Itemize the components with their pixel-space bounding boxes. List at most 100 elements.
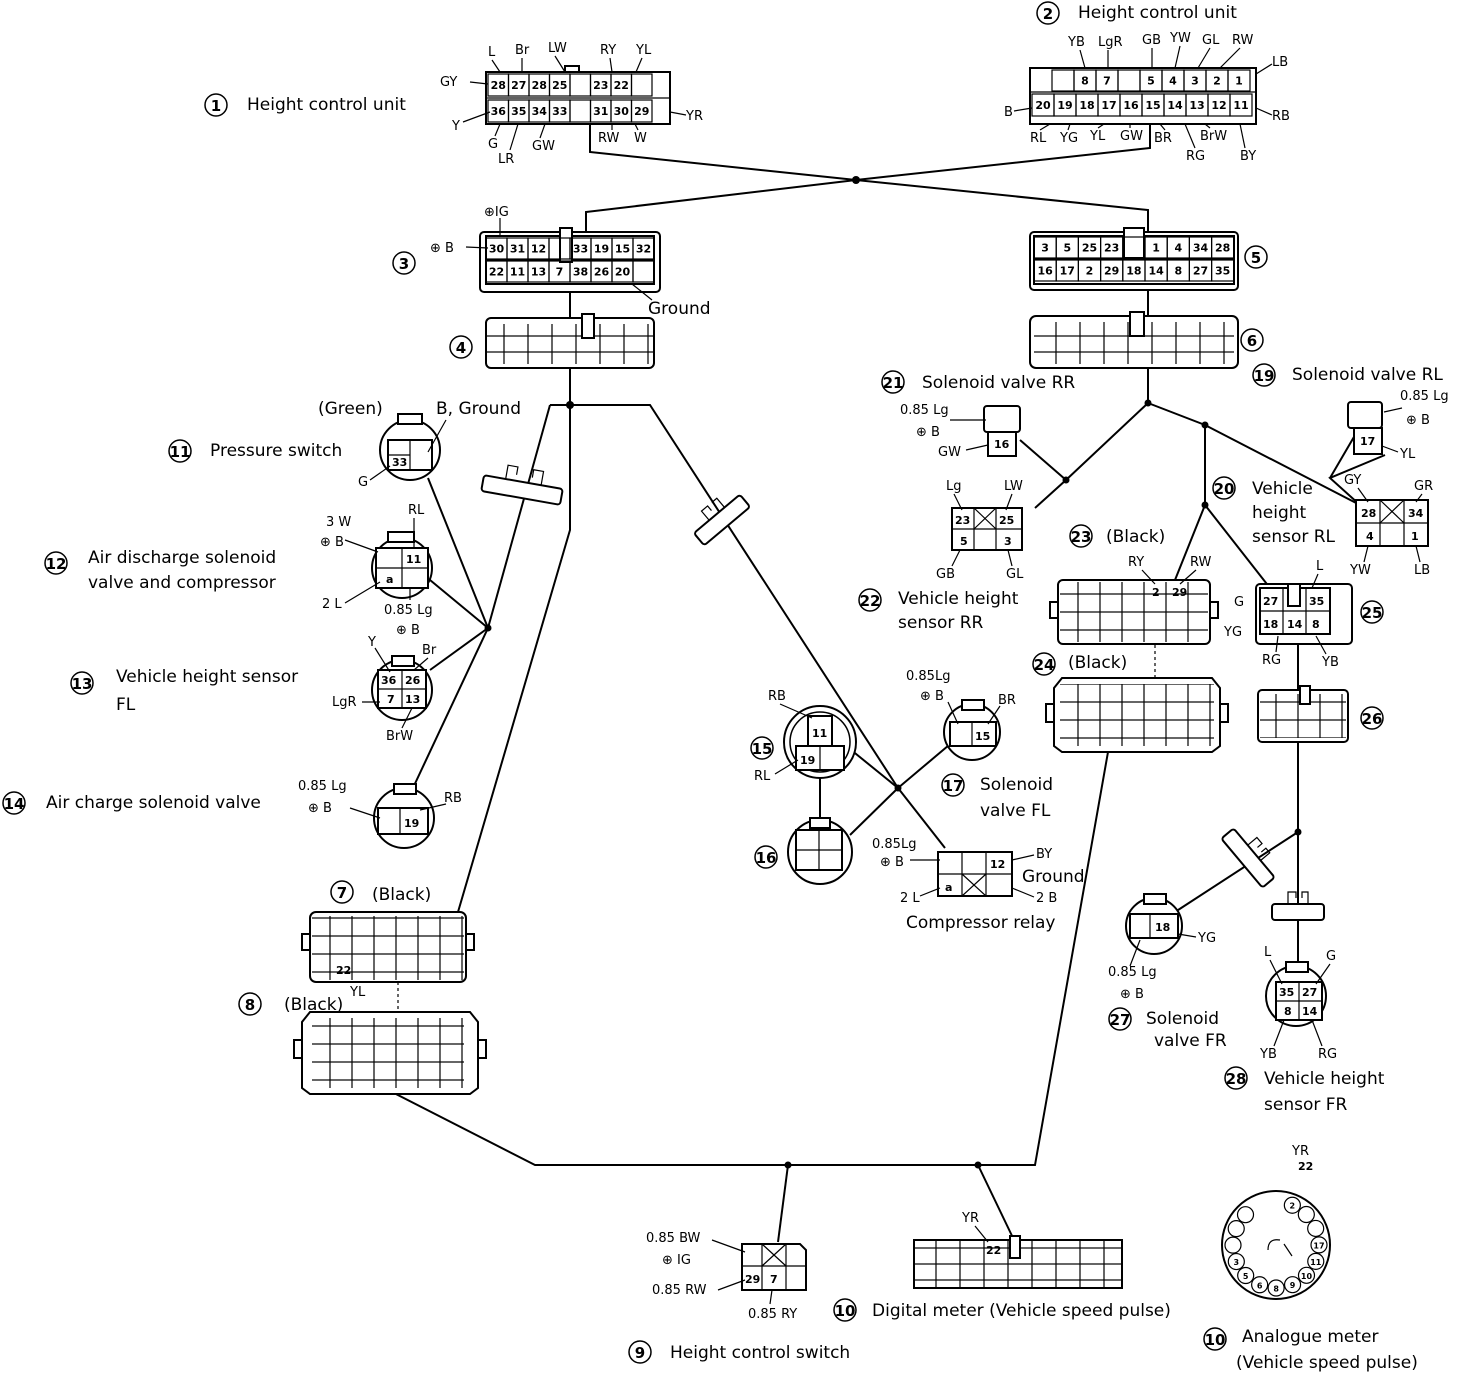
svg-text:Vehicle height sensor: Vehicle height sensor bbox=[116, 667, 298, 687]
pin-number: 4 bbox=[1174, 242, 1182, 255]
circle-number-16: 16 bbox=[754, 845, 778, 869]
svg-text:Vehicle height: Vehicle height bbox=[1264, 1069, 1385, 1089]
pin-number: 13 bbox=[1189, 99, 1204, 112]
circle-number-22: 22 bbox=[858, 588, 882, 612]
svg-text:LB: LB bbox=[1272, 55, 1288, 70]
wire-br: Br bbox=[515, 43, 530, 58]
pin-number: 11 bbox=[510, 266, 525, 279]
wire-l: L bbox=[488, 45, 496, 60]
svg-text:sensor FR: sensor FR bbox=[1264, 1095, 1348, 1115]
svg-text:7: 7 bbox=[337, 884, 347, 902]
svg-text:7: 7 bbox=[387, 693, 395, 706]
pin-number: 13 bbox=[531, 266, 546, 279]
svg-text:L: L bbox=[1316, 559, 1324, 574]
svg-text:(Vehicle speed pulse): (Vehicle speed pulse) bbox=[1236, 1353, 1418, 1373]
connector-15: 11 19 RB RL 15 bbox=[750, 689, 857, 784]
svg-text:valve FL: valve FL bbox=[980, 801, 1051, 821]
svg-text:19: 19 bbox=[404, 817, 419, 830]
pin-number: 3 bbox=[1191, 75, 1199, 88]
svg-text:(Black): (Black) bbox=[1106, 527, 1165, 547]
pin-number: 15 bbox=[615, 243, 630, 256]
svg-text:10: 10 bbox=[835, 1302, 856, 1320]
pin-number: 18 bbox=[1126, 265, 1141, 278]
pin-number: 34 bbox=[1193, 242, 1209, 255]
svg-text:BR: BR bbox=[1154, 131, 1172, 146]
svg-text:Pressure switch: Pressure switch bbox=[210, 441, 342, 461]
pin-number: 29 bbox=[634, 105, 649, 118]
solenoid-valve-fl: 15 0.85Lg ⊕ B BR 17 Solenoid valve FL bbox=[906, 669, 1053, 821]
pin-cell bbox=[1229, 93, 1253, 117]
svg-text:B, Ground: B, Ground bbox=[436, 399, 521, 419]
circle-number-1: 1 bbox=[204, 93, 228, 117]
svg-text:YW: YW bbox=[1169, 31, 1191, 46]
svg-text:16: 16 bbox=[994, 438, 1010, 451]
svg-text:YR: YR bbox=[961, 1211, 979, 1226]
svg-text:14: 14 bbox=[1302, 1005, 1318, 1018]
pin-number: 23 bbox=[1104, 242, 1119, 255]
svg-text:RW: RW bbox=[1190, 555, 1212, 570]
svg-text:G: G bbox=[1234, 595, 1244, 610]
svg-text:27: 27 bbox=[1110, 1011, 1131, 1029]
pin-number: 23 bbox=[593, 79, 608, 92]
svg-text:⊕ B: ⊕ B bbox=[920, 689, 944, 704]
svg-text:BY: BY bbox=[1240, 149, 1256, 164]
ring-pin-empty bbox=[1227, 1220, 1245, 1238]
pin-number: 15 bbox=[1145, 99, 1160, 112]
svg-text:FL: FL bbox=[116, 695, 136, 715]
pin-number: 34 bbox=[532, 105, 548, 118]
svg-text:GB: GB bbox=[1142, 33, 1161, 48]
connector-16: 16 bbox=[754, 817, 853, 885]
pin-number: 30 bbox=[489, 243, 505, 256]
svg-text:28: 28 bbox=[1361, 507, 1376, 520]
ring-pin bbox=[1297, 1266, 1316, 1284]
svg-text:22: 22 bbox=[986, 1244, 1001, 1257]
pin-number: 1 bbox=[1235, 75, 1243, 88]
svg-text:0.85 Lg: 0.85 Lg bbox=[1108, 965, 1157, 980]
pin-number: 28 bbox=[491, 79, 506, 92]
svg-text:0.85Lg: 0.85Lg bbox=[872, 837, 916, 852]
pin-number: 18 bbox=[1079, 99, 1094, 112]
svg-text:28: 28 bbox=[1226, 1070, 1247, 1088]
circle-number-20: 20 bbox=[1212, 476, 1236, 500]
circle-number-11: 11 bbox=[168, 439, 192, 463]
ring-pin-number: 5 bbox=[1243, 1272, 1249, 1281]
svg-text:11: 11 bbox=[812, 727, 827, 740]
circle-number-9: 9 bbox=[628, 1340, 652, 1364]
svg-text:Digital meter (Vehicle speed p: Digital meter (Vehicle speed pulse) bbox=[872, 1301, 1171, 1321]
pin-number: 17 bbox=[1101, 99, 1116, 112]
pin-number: 36 bbox=[491, 105, 507, 118]
svg-text:1: 1 bbox=[211, 97, 221, 115]
svg-text:19: 19 bbox=[800, 754, 815, 767]
vehicle-height-sensor-fr: 35 27 8 14 L G YB RG 28 Vehicle height s… bbox=[1224, 945, 1385, 1115]
ring-pin-empty bbox=[1224, 1236, 1242, 1254]
pin-number: 35 bbox=[511, 105, 526, 118]
svg-text:YB: YB bbox=[1259, 1047, 1277, 1062]
svg-text:Ground: Ground bbox=[1022, 867, 1085, 887]
svg-text:0.85 Lg: 0.85 Lg bbox=[298, 779, 347, 794]
svg-text:RL: RL bbox=[408, 503, 425, 518]
svg-text:13: 13 bbox=[72, 675, 93, 693]
svg-text:27: 27 bbox=[1302, 986, 1317, 999]
svg-text:13: 13 bbox=[405, 693, 420, 706]
svg-text:⊕ B: ⊕ B bbox=[916, 425, 940, 440]
svg-text:23: 23 bbox=[1071, 528, 1092, 546]
svg-text:5: 5 bbox=[1251, 249, 1261, 267]
svg-text:14: 14 bbox=[4, 795, 25, 813]
svg-text:18: 18 bbox=[1155, 921, 1170, 934]
pin-number: 25 bbox=[552, 79, 567, 92]
connector-8: (Black) 8 bbox=[238, 992, 487, 1095]
svg-text:GY: GY bbox=[1344, 473, 1361, 488]
ring-pin bbox=[1283, 1196, 1301, 1214]
svg-text:BR: BR bbox=[998, 693, 1016, 708]
pin-number: 32 bbox=[636, 243, 651, 256]
wire-yr: YR bbox=[685, 109, 703, 124]
circle-number-23: 23 bbox=[1069, 524, 1093, 548]
svg-text:3 W: 3 W bbox=[326, 515, 351, 530]
svg-text:Compressor relay: Compressor relay bbox=[906, 913, 1055, 933]
pin-number: 17 bbox=[1060, 265, 1075, 278]
pin-cell bbox=[1210, 236, 1235, 259]
svg-text:26: 26 bbox=[1362, 710, 1383, 728]
circle-number-7: 7 bbox=[330, 880, 354, 904]
svg-text:⊕ B: ⊕ B bbox=[1406, 413, 1430, 428]
